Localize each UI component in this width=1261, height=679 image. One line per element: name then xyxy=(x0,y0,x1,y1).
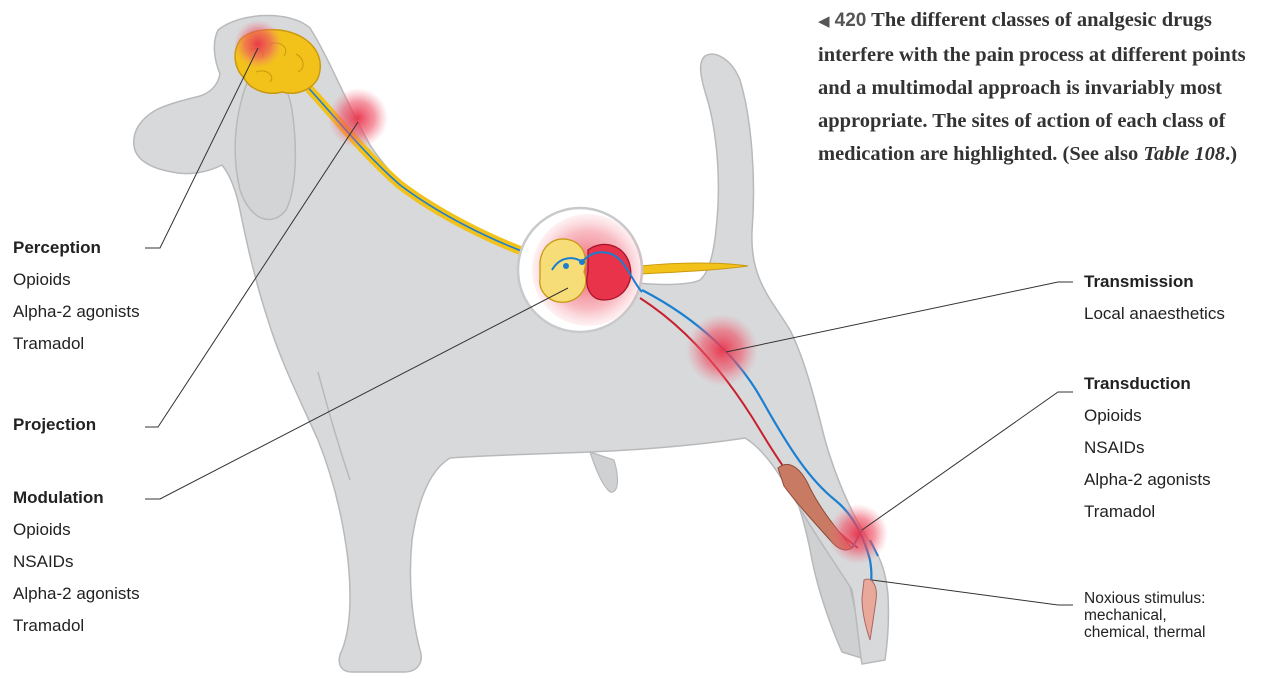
leader-noxious xyxy=(872,580,1073,605)
label-perception: Perception Opioids Alpha-2 agonists Tram… xyxy=(13,232,140,360)
modulation-item-4: Tramadol xyxy=(13,610,140,642)
modulation-item-1: Opioids xyxy=(13,514,140,546)
highlight-projection xyxy=(328,88,388,148)
spinal-cord-cross-section xyxy=(518,208,644,332)
cord-grey-matter-left xyxy=(540,239,586,302)
neuron-dot-1 xyxy=(563,263,569,269)
label-noxious-stimulus: Noxious stimulus: mechanical, chemical, … xyxy=(1084,590,1205,641)
transmission-heading: Transmission xyxy=(1084,266,1225,298)
modulation-heading: Modulation xyxy=(13,482,140,514)
transduction-heading: Transduction xyxy=(1084,368,1211,400)
label-transduction: Transduction Opioids NSAIDs Alpha-2 agon… xyxy=(1084,368,1211,528)
highlight-brain xyxy=(234,20,282,68)
noxious-line-3: chemical, thermal xyxy=(1084,624,1205,641)
figure-caption: ◀ 420 The different classes of analgesic… xyxy=(818,4,1258,171)
transmission-item-1: Local anaesthetics xyxy=(1084,298,1225,330)
leader-transduction xyxy=(862,392,1073,530)
figure-number: 420 xyxy=(835,10,867,31)
caption-text-end: .) xyxy=(1225,143,1237,165)
noxious-line-1: Noxious stimulus: xyxy=(1084,590,1205,607)
perception-item-3: Tramadol xyxy=(13,328,140,360)
perception-heading: Perception xyxy=(13,232,140,264)
dog-silhouette xyxy=(134,15,889,672)
dog-belly-fold xyxy=(590,452,617,492)
neuron-dot-2 xyxy=(579,259,585,265)
caption-table-ref: Table 108 xyxy=(1143,143,1225,165)
modulation-item-3: Alpha-2 agonists xyxy=(13,578,140,610)
transduction-item-2: NSAIDs xyxy=(1084,432,1211,464)
label-transmission: Transmission Local anaesthetics xyxy=(1084,266,1225,330)
caption-marker: ◀ xyxy=(818,14,830,30)
transduction-item-4: Tramadol xyxy=(1084,496,1211,528)
modulation-item-2: NSAIDs xyxy=(13,546,140,578)
projection-heading: Projection xyxy=(13,409,96,441)
caption-text: The different classes of analgesic drugs… xyxy=(818,9,1246,165)
label-projection: Projection xyxy=(13,409,96,441)
transduction-item-1: Opioids xyxy=(1084,400,1211,432)
perception-item-1: Opioids xyxy=(13,264,140,296)
highlight-transmission xyxy=(686,314,758,386)
perception-item-2: Alpha-2 agonists xyxy=(13,296,140,328)
highlight-transduction xyxy=(828,504,888,564)
noxious-line-2: mechanical, xyxy=(1084,607,1205,624)
label-modulation: Modulation Opioids NSAIDs Alpha-2 agonis… xyxy=(13,482,140,642)
transduction-item-3: Alpha-2 agonists xyxy=(1084,464,1211,496)
